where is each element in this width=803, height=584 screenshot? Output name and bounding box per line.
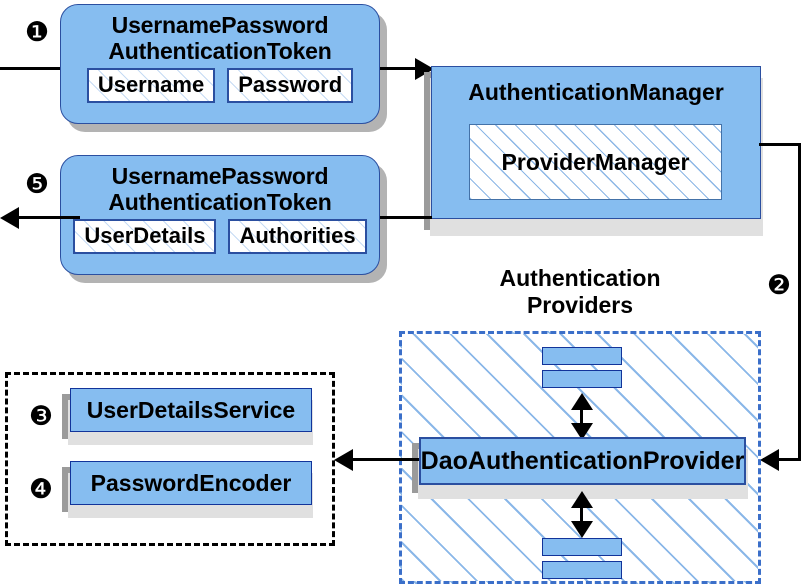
password-encoder-box[interactable]: PasswordEncoder — [70, 461, 312, 505]
response-token-field-authorities-label: Authorities — [239, 223, 356, 248]
manager-to-provider-line-vertical — [798, 143, 801, 461]
manager-to-response-line — [380, 216, 432, 219]
response-token-fields: UserDetails Authorities — [61, 219, 379, 254]
userdetails-service-box[interactable]: UserDetailsService — [70, 388, 312, 432]
outgoing-response-arrowhead — [0, 207, 19, 229]
providers-group-label: Authentication Providers — [499, 265, 661, 318]
password-encoder-label: PasswordEncoder — [90, 469, 292, 496]
incoming-request-line — [0, 67, 80, 70]
request-to-manager-line — [380, 67, 422, 70]
outgoing-response-line — [6, 216, 80, 219]
step-marker-5: ❺ — [24, 169, 50, 200]
request-token-box[interactable]: UsernamePassword AuthenticationToken Use… — [60, 4, 380, 124]
dao-authentication-provider-label: DaoAuthenticationProvider — [420, 446, 745, 475]
response-token-field-userdetails-label: UserDetails — [84, 223, 206, 248]
request-token-field-username-label: Username — [97, 72, 205, 97]
manager-to-provider-line-top — [759, 143, 801, 146]
response-token-field-authorities[interactable]: Authorities — [228, 219, 367, 254]
userdetails-service-label: UserDetailsService — [86, 396, 296, 423]
authentication-manager-title: AuthenticationManager — [468, 79, 724, 105]
provider-bar-top-1[interactable] — [542, 347, 622, 365]
manager-to-provider-line-bottom — [763, 458, 801, 461]
services-group-region — [5, 372, 335, 546]
provider-chain-arrow-down-bottom — [571, 521, 593, 538]
response-token-title: UsernamePassword AuthenticationToken — [108, 163, 332, 215]
provider-manager-box[interactable]: ProviderManager — [469, 124, 722, 200]
manager-to-provider-arrowhead — [760, 449, 779, 471]
provider-chain-line-bottom — [580, 496, 583, 528]
provider-chain-arrow-down-top — [571, 423, 593, 440]
request-token-field-password[interactable]: Password — [227, 68, 354, 103]
step-marker-1: ❶ — [24, 17, 50, 48]
provider-manager-label: ProviderManager — [501, 148, 690, 175]
response-token-field-userdetails[interactable]: UserDetails — [73, 219, 217, 254]
provider-chain-line-top — [580, 398, 583, 430]
provider-to-services-line — [352, 458, 420, 461]
dao-authentication-provider-box[interactable]: DaoAuthenticationProvider — [419, 437, 746, 485]
request-token-fields: Username Password — [61, 68, 379, 103]
response-token-box[interactable]: UsernamePassword AuthenticationToken Use… — [60, 155, 380, 275]
provider-bar-bottom-1[interactable] — [542, 538, 622, 556]
request-token-field-username[interactable]: Username — [86, 68, 216, 103]
provider-bar-bottom-2[interactable] — [542, 561, 622, 579]
step-marker-4: ❹ — [28, 474, 54, 505]
request-token-title: UsernamePassword AuthenticationToken — [108, 12, 332, 64]
provider-to-services-arrowhead — [334, 449, 353, 471]
step-marker-3: ❸ — [28, 401, 54, 432]
provider-bar-top-2[interactable] — [542, 370, 622, 388]
step-marker-2: ❷ — [766, 270, 792, 301]
request-token-field-password-label: Password — [238, 72, 343, 97]
